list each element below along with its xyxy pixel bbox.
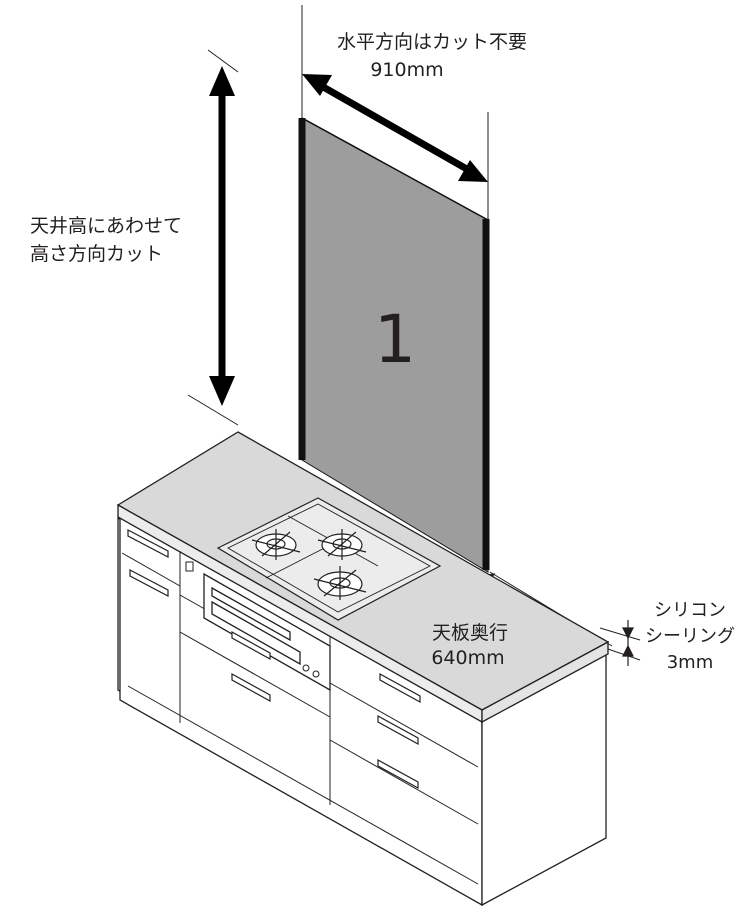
sealing-dimension-arrow	[622, 620, 634, 666]
drawer-handles	[127, 529, 421, 790]
depth-note-label: 天板奥行	[432, 622, 508, 644]
sealing-value-label: 3mm	[667, 652, 714, 673]
height-note-line1: 天井高にあわせて	[30, 215, 182, 237]
width-dimension-arrow	[302, 74, 488, 182]
horizontal-note-label: 水平方向はカット不要	[337, 31, 527, 53]
horizontal-width-label: 910mm	[370, 59, 443, 81]
depth-value-label: 640mm	[431, 647, 504, 669]
sealing-line2-label: シーリング	[645, 626, 735, 647]
kitchen-cabinet	[116, 431, 610, 907]
gas-cooktop	[216, 497, 442, 621]
countertop-right-edge	[481, 640, 609, 724]
panel-1: 1	[298, 117, 490, 573]
burner-left-icon	[251, 529, 301, 560]
burner-front-icon	[313, 566, 367, 600]
burner-right-icon	[317, 529, 367, 560]
sealing-line1-label: シリコン	[654, 600, 726, 621]
panel-number: 1	[374, 301, 416, 378]
height-dimension-arrow	[209, 66, 235, 406]
cooktop-plate	[216, 497, 442, 621]
height-note-line2: 高さ方向カット	[30, 243, 163, 265]
